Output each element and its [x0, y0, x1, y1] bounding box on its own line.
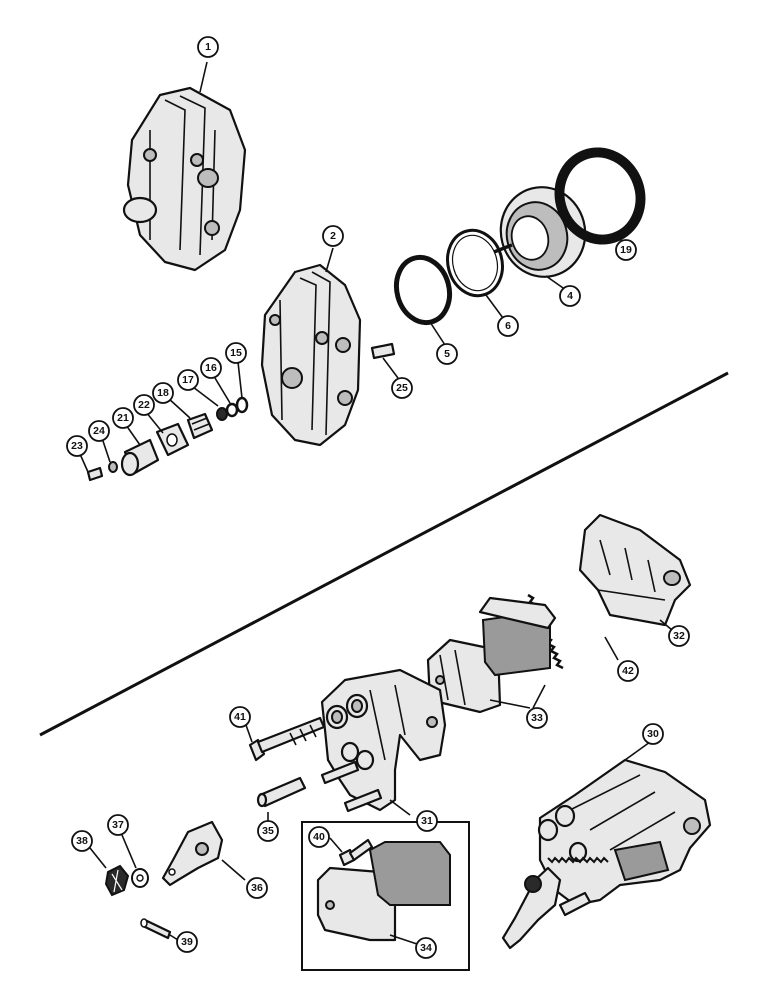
callout-15: 15 [225, 342, 247, 364]
retaining-pins [320, 760, 383, 813]
callout-4: 4 [559, 285, 581, 307]
part-22-gasket [145, 411, 190, 457]
part-31-mounting-bracket [320, 668, 447, 816]
callout-21: 21 [112, 407, 134, 429]
svg-text:41: 41 [234, 711, 246, 723]
callout-2: 2 [322, 225, 344, 247]
callout-1: 1 [197, 36, 219, 58]
part-17-seal [192, 386, 228, 421]
part-41-bolt [245, 716, 326, 762]
part-21-cap [120, 424, 160, 477]
part-23-screw [79, 453, 104, 482]
part-32-housing [578, 513, 692, 631]
callout-39: 39 [176, 931, 198, 953]
part-1-caliper-half [122, 61, 247, 272]
callout-38: 38 [71, 830, 93, 852]
callout-25: 25 [391, 377, 413, 399]
part-25-bleeder-screw [370, 342, 399, 379]
svg-text:15: 15 [230, 347, 242, 359]
part-37-washer [121, 834, 149, 888]
svg-text:36: 36 [251, 882, 263, 894]
section-divider-line [39, 371, 729, 737]
part-35-pin [256, 776, 307, 822]
part-24-washer [101, 437, 118, 473]
callout-5: 5 [436, 343, 458, 365]
callout-37: 37 [107, 814, 129, 836]
svg-text:31: 31 [421, 815, 433, 827]
callout-34: 34 [415, 937, 437, 959]
svg-text:38: 38 [76, 835, 88, 847]
part-36-lever [161, 820, 246, 887]
svg-text:24: 24 [93, 425, 105, 437]
svg-text:21: 21 [117, 412, 129, 424]
part-39-cotter-pin [140, 918, 179, 941]
svg-text:5: 5 [444, 348, 450, 360]
svg-text:40: 40 [313, 831, 325, 843]
svg-text:34: 34 [420, 942, 432, 954]
svg-text:30: 30 [647, 728, 659, 740]
callout-30: 30 [642, 723, 664, 745]
part-18-fitting [167, 397, 214, 440]
part-2-caliper-half [260, 247, 362, 447]
inset-box [301, 821, 470, 971]
callout-32: 32 [668, 625, 690, 647]
part-40-screw [329, 837, 374, 867]
svg-text:17: 17 [182, 374, 194, 386]
callout-17: 17 [177, 369, 199, 391]
callout-6: 6 [497, 315, 519, 337]
svg-text:25: 25 [396, 382, 408, 394]
svg-text:2: 2 [330, 230, 336, 242]
callout-36: 36 [246, 877, 268, 899]
callout-19: 19 [615, 239, 637, 261]
svg-text:18: 18 [157, 387, 169, 399]
part-30-caliper-assembly [501, 741, 712, 950]
callout-24: 24 [88, 420, 110, 442]
part-38-nut [89, 847, 130, 897]
svg-text:4: 4 [567, 290, 573, 302]
callout-33: 33 [526, 707, 548, 729]
svg-text:42: 42 [622, 665, 634, 677]
callout-35: 35 [257, 820, 279, 842]
svg-text:19: 19 [620, 244, 632, 256]
svg-text:23: 23 [71, 440, 83, 452]
callout-23: 23 [66, 435, 88, 457]
part-4-piston [493, 186, 587, 291]
callout-42: 42 [617, 660, 639, 682]
part-6-ring [446, 228, 504, 319]
part-16-washer [214, 377, 239, 418]
callout-18: 18 [152, 382, 174, 404]
callout-22: 22 [133, 394, 155, 416]
part-15-washer [235, 361, 249, 414]
part-33-brake-pads [426, 596, 557, 714]
svg-text:16: 16 [205, 362, 217, 374]
part-34-brake-pads [316, 841, 451, 946]
part-5-ring [393, 254, 453, 346]
callout-40: 40 [308, 826, 330, 848]
svg-text:39: 39 [181, 936, 193, 948]
svg-text:33: 33 [531, 712, 543, 724]
svg-text:22: 22 [138, 399, 150, 411]
svg-text:6: 6 [505, 320, 511, 332]
svg-text:35: 35 [262, 825, 274, 837]
callout-31: 31 [416, 810, 438, 832]
callout-41: 41 [229, 706, 251, 728]
svg-text:1: 1 [205, 41, 211, 53]
svg-text:37: 37 [112, 819, 124, 831]
callout-16: 16 [200, 357, 222, 379]
svg-text:32: 32 [673, 630, 685, 642]
